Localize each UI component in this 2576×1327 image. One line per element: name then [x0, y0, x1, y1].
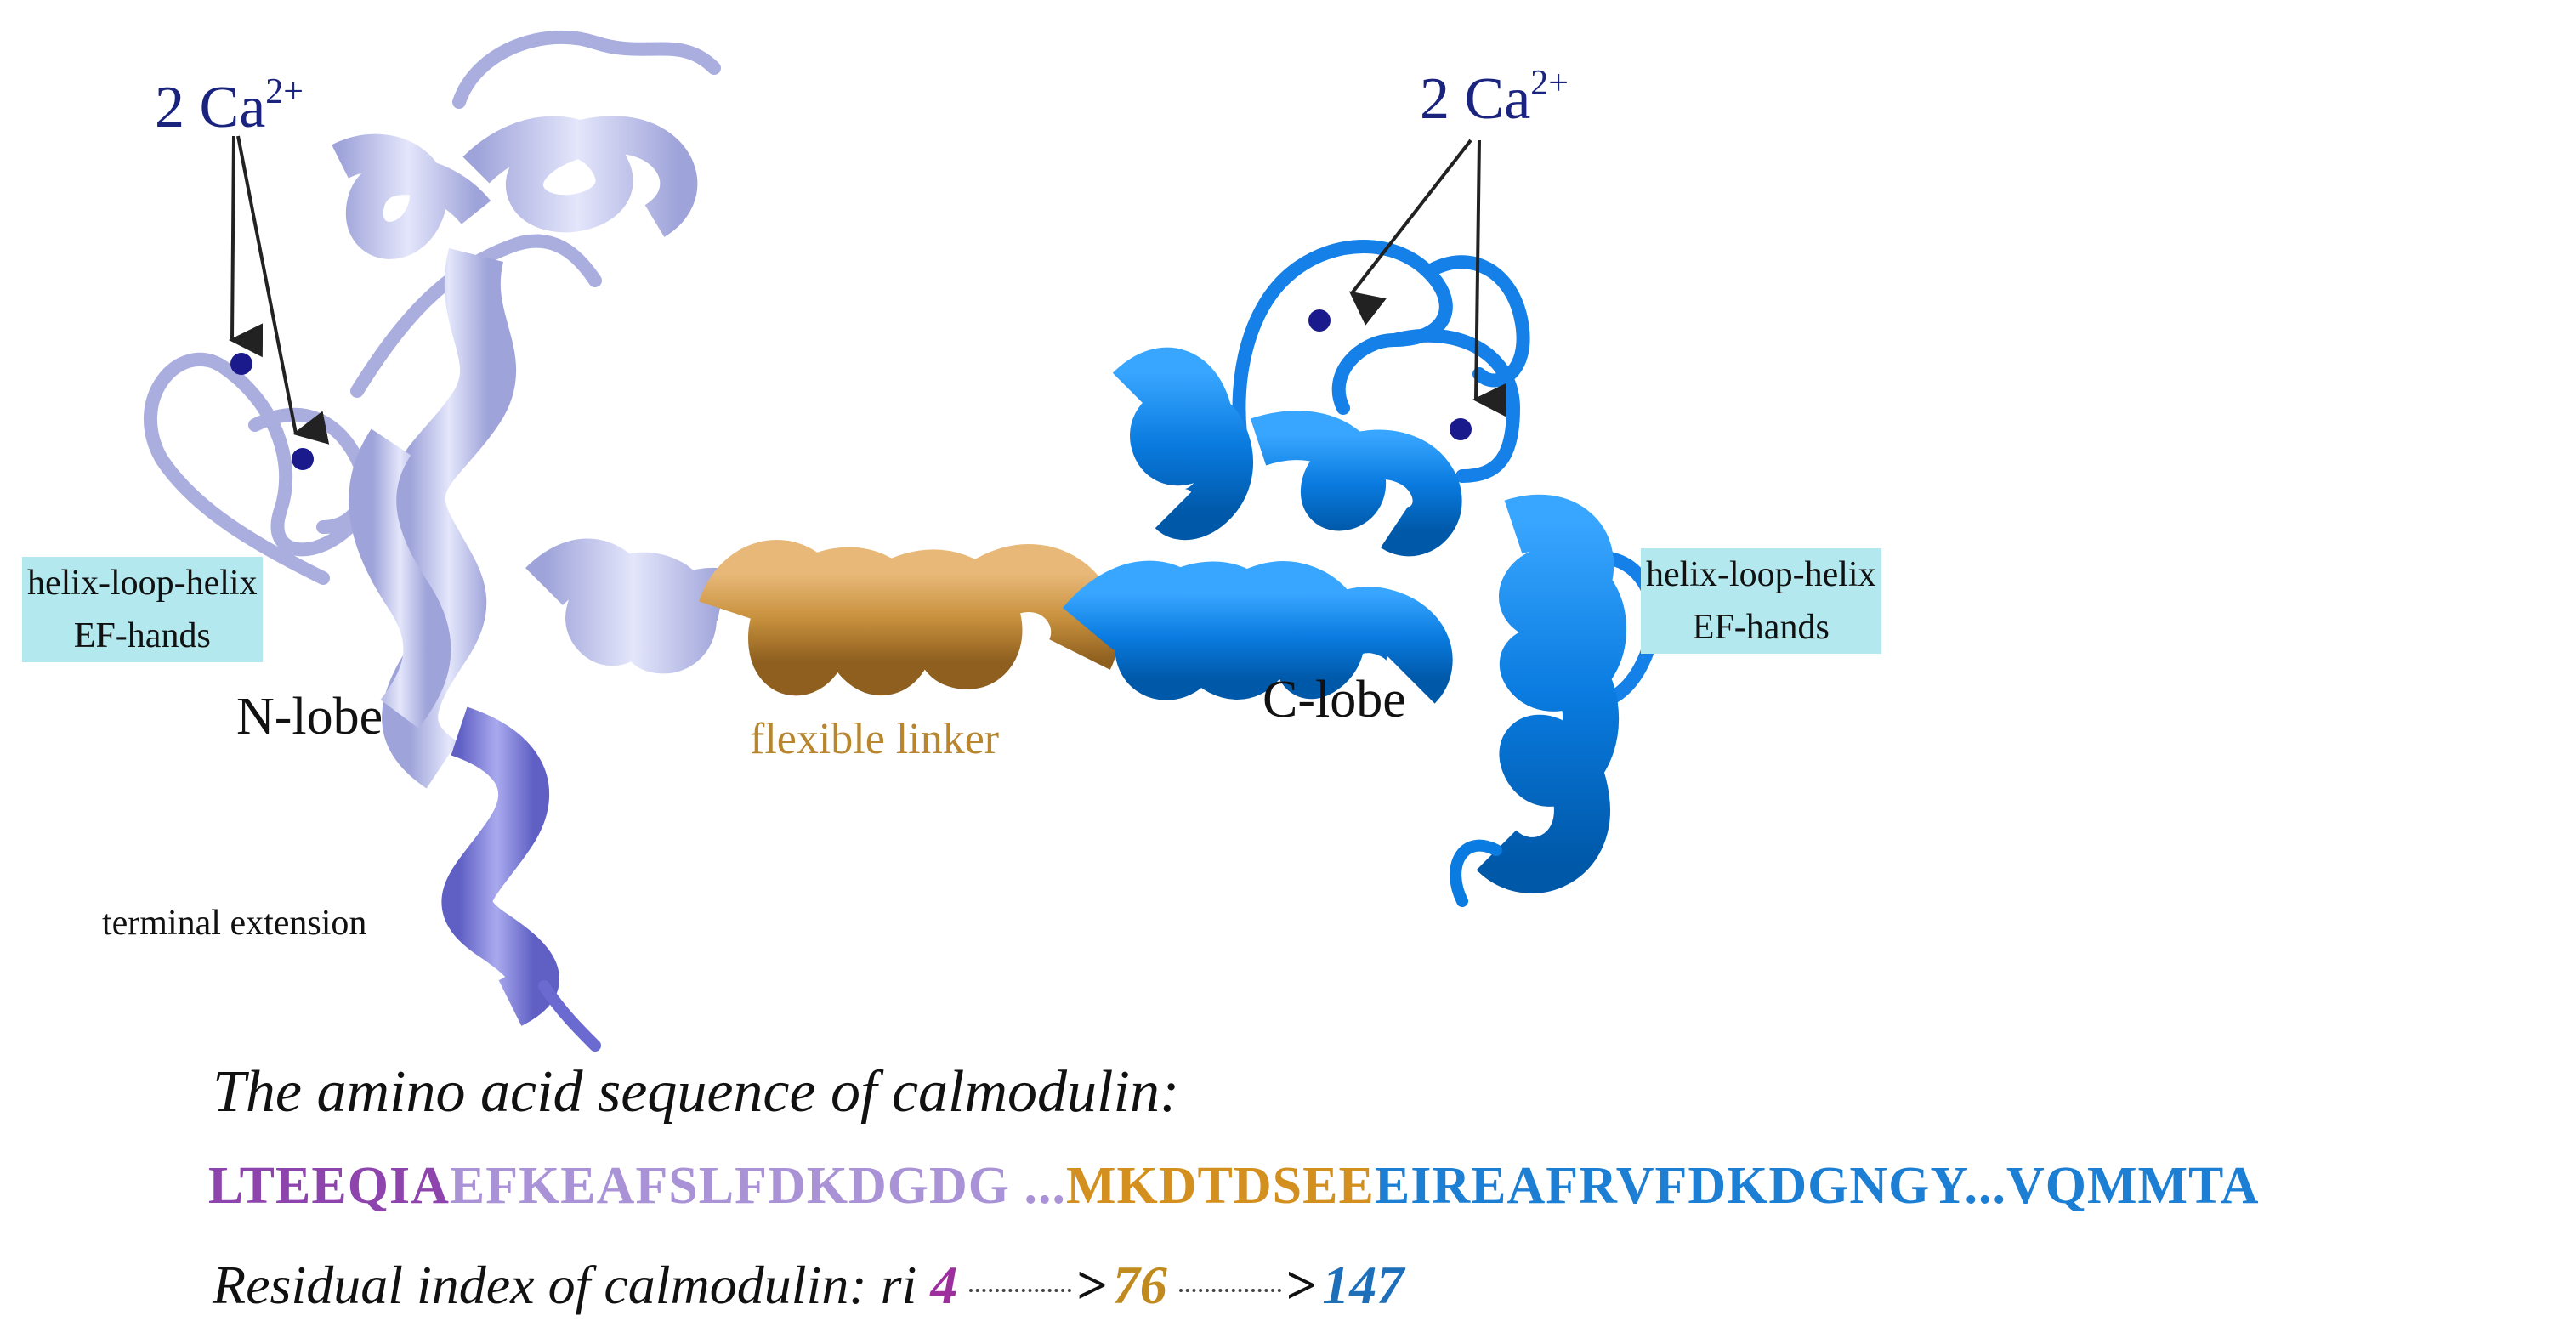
- n-terminal-extension: [441, 706, 601, 1052]
- flexible-linker-label: flexible linker: [750, 715, 1000, 763]
- arrowhead-1: >: [1076, 1255, 1108, 1315]
- dotted-arrow-1: [969, 1289, 1072, 1293]
- calcium-ion-n2: [292, 448, 314, 470]
- calcium-label-left-charge: 2+: [265, 72, 304, 111]
- residual-index-mid: 76: [1112, 1255, 1167, 1315]
- calcium-label-right-text: 2 Ca: [1420, 66, 1531, 132]
- ef-hands-right-line2: EF-hands: [1692, 608, 1830, 647]
- sequence-segment-2: EFKEAFSLFDKDGDG ...: [449, 1157, 1067, 1215]
- ef-hands-label-left: helix-loop-helix EF-hands: [22, 557, 263, 662]
- calcium-label-right: 2 Ca2+: [1420, 63, 1569, 133]
- calcium-ions: [230, 309, 1472, 470]
- arrowhead-2: >: [1285, 1255, 1318, 1315]
- calcium-label-left: 2 Ca2+: [155, 71, 304, 142]
- ef-hands-label-right: helix-loop-helix EF-hands: [1641, 548, 1881, 654]
- calcium-ion-n1: [230, 353, 252, 375]
- sequence-title: The amino acid sequence of calmodulin:: [213, 1059, 1180, 1125]
- residual-index-end: 147: [1322, 1255, 1404, 1315]
- amino-acid-sequence: LTEEQIAEFKEAFSLFDKDGDG ...MKDTDSEEEIREAF…: [208, 1156, 2260, 1216]
- n-lobe-label: N-lobe: [236, 688, 383, 746]
- calcium-ion-c2: [1450, 418, 1472, 440]
- calcium-arrows: [229, 135, 1507, 445]
- calcium-label-left-text: 2 Ca: [155, 75, 266, 140]
- calcium-ion-c1: [1308, 309, 1331, 332]
- c-lobe-helices: [1063, 347, 1627, 907]
- ef-hands-left-line2: EF-hands: [73, 616, 211, 655]
- residual-index-prefix: Residual index of calmodulin: ri: [213, 1255, 917, 1315]
- sequence-segment-3: MKDTDSEE: [1066, 1157, 1375, 1215]
- terminal-extension-label: terminal extension: [102, 904, 367, 943]
- sequence-segment-4: EIREAFRVFDKDGNGY...VQMMTA: [1374, 1157, 2260, 1215]
- ef-hands-right-line1: helix-loop-helix: [1646, 555, 1876, 594]
- c-lobe-label: C-lobe: [1262, 671, 1406, 729]
- residual-index-start: 4: [930, 1255, 958, 1315]
- n-lobe-helices: [332, 116, 729, 789]
- flexible-linker-helix: [699, 540, 1120, 695]
- residual-index-line: Residual index of calmodulin: ri 4>76>14…: [213, 1254, 1404, 1317]
- dotted-arrow-2: [1178, 1289, 1281, 1293]
- sequence-segment-1: LTEEQIA: [208, 1157, 450, 1215]
- ef-hands-left-line1: helix-loop-helix: [27, 564, 258, 603]
- calcium-label-right-charge: 2+: [1530, 64, 1569, 103]
